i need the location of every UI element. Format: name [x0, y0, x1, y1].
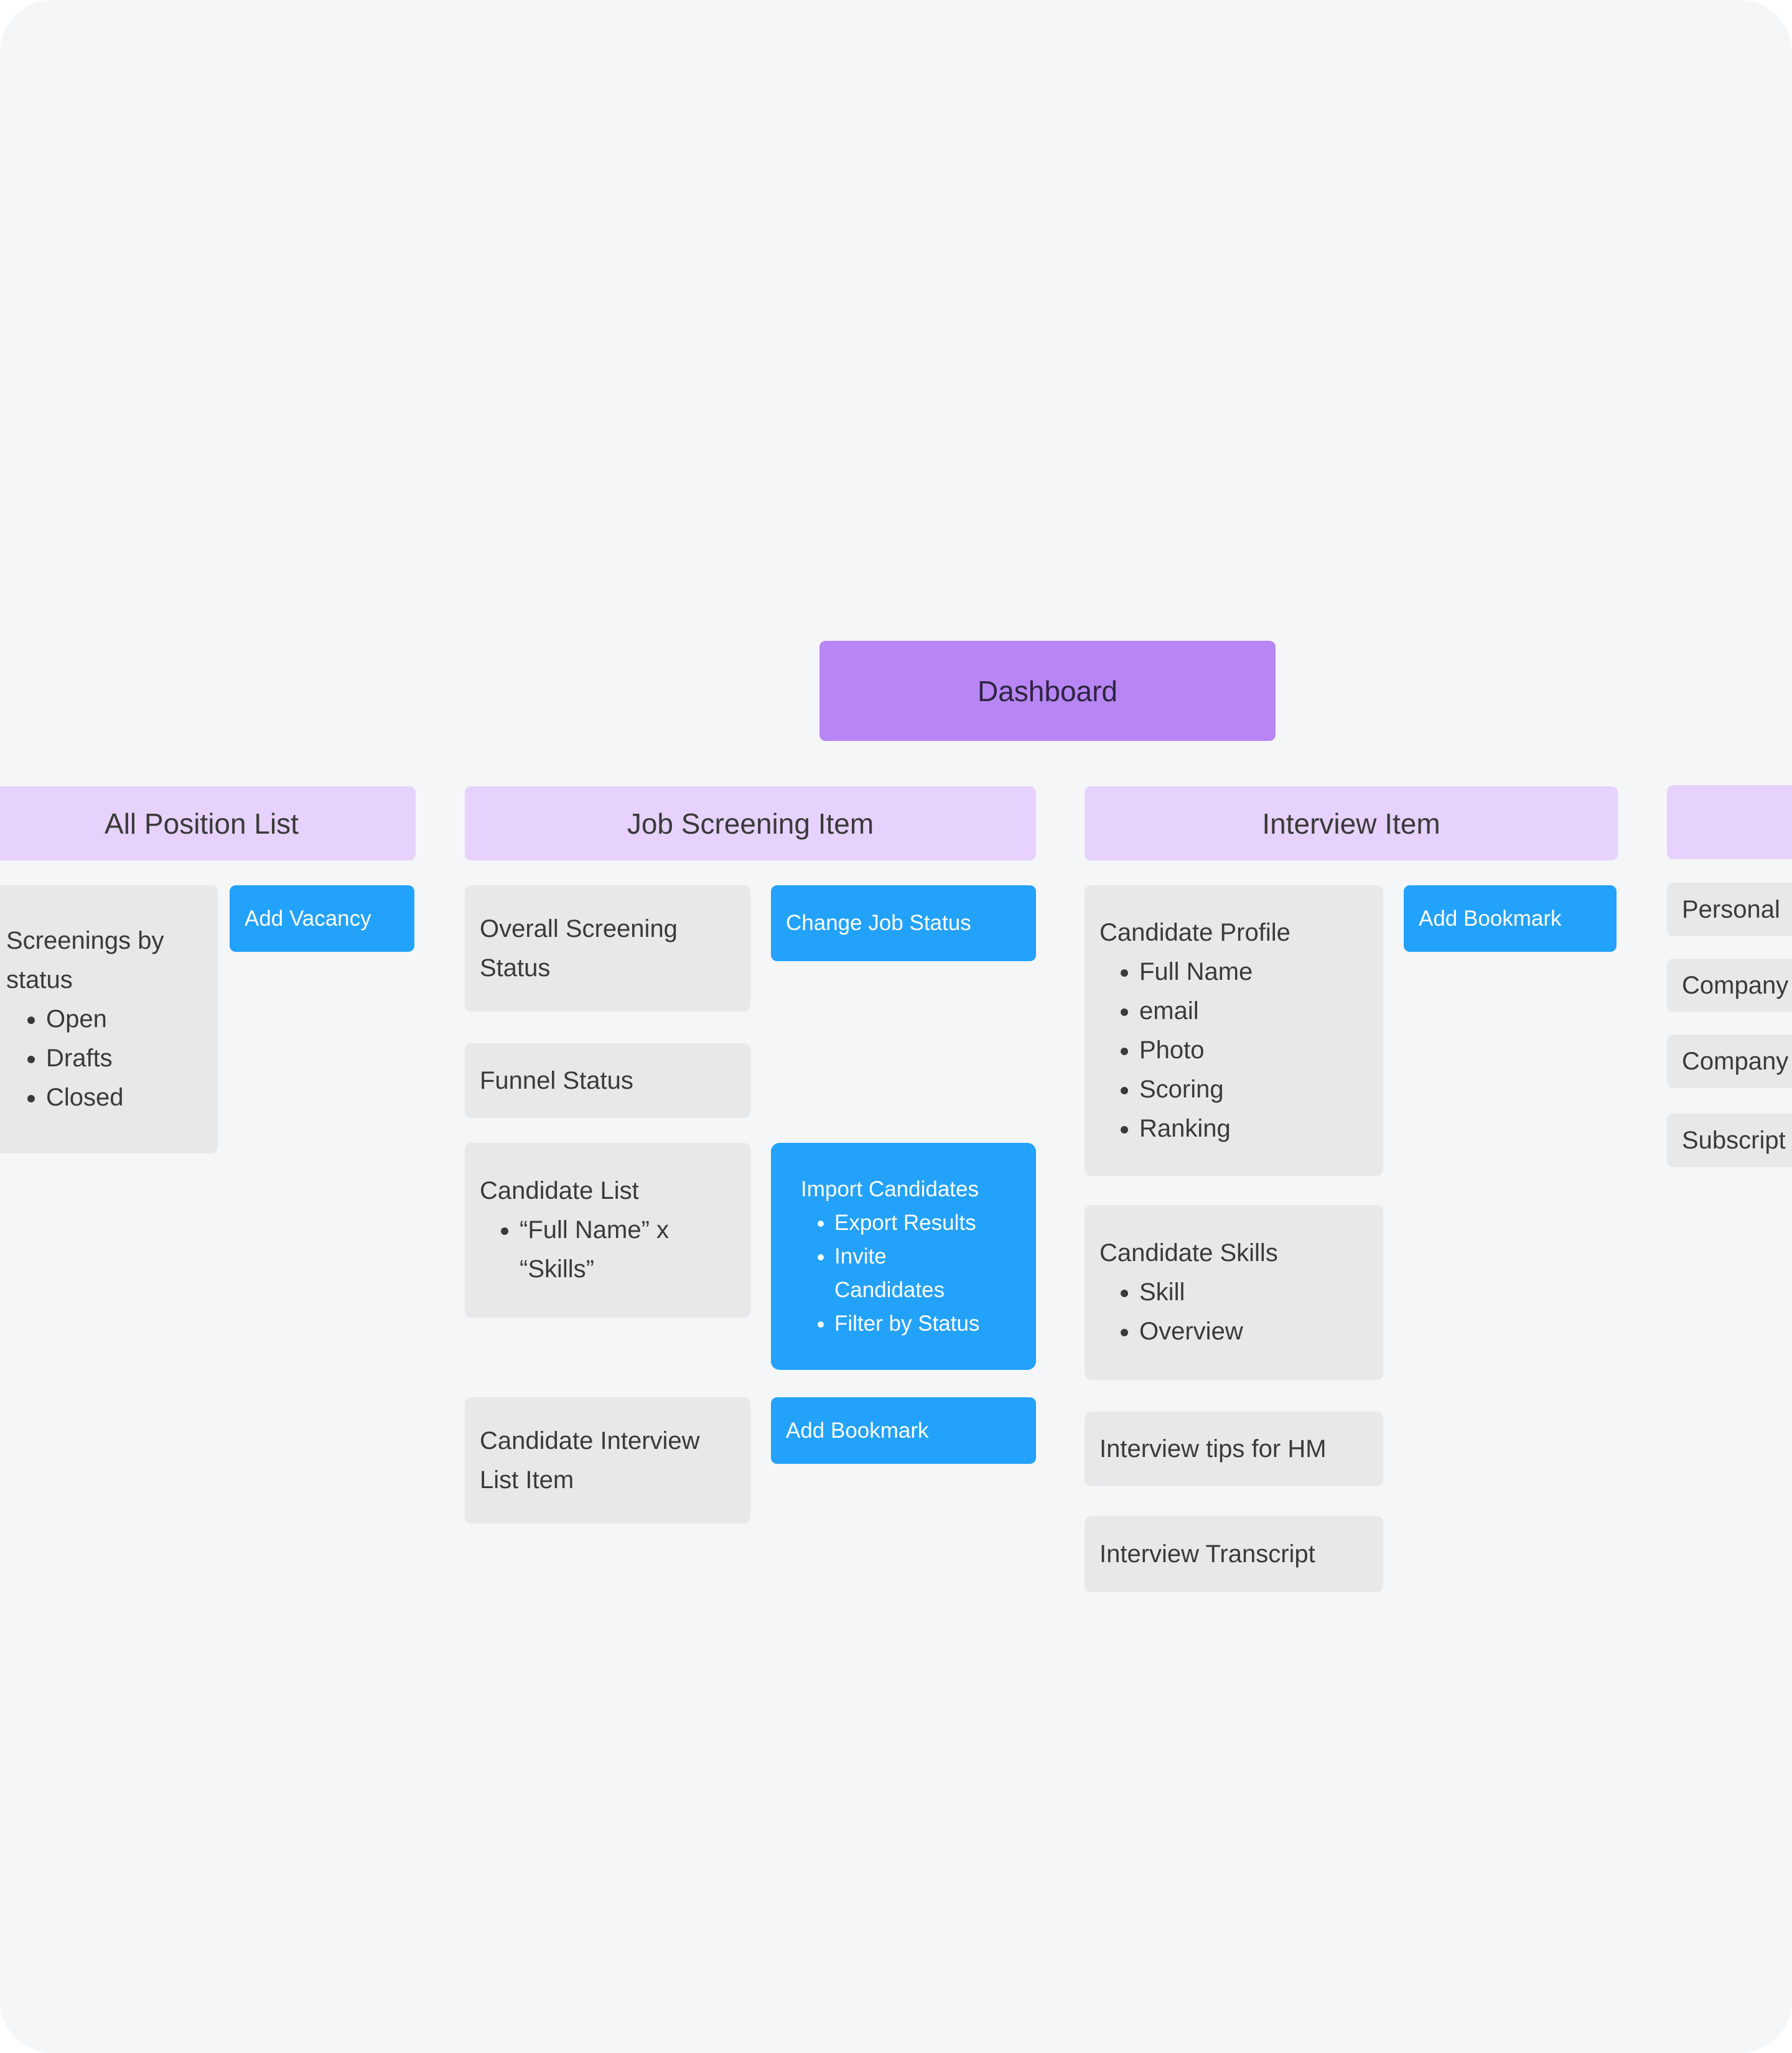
overall-status-line-2: Status — [480, 954, 551, 982]
profile-scoring: Scoring — [1139, 1070, 1368, 1109]
all-position-list-header: All Position List — [0, 786, 416, 860]
screenings-title-line-1: Screenings by — [6, 927, 164, 954]
interview-transcript-label: Interview Transcript — [1099, 1540, 1315, 1568]
dashboard-label: Dashboard — [977, 674, 1118, 707]
skills-skill: Skill — [1139, 1273, 1368, 1312]
candidate-interview-line-1: Candidate Interview — [480, 1427, 700, 1455]
personal-card: Personal — [1667, 883, 1792, 936]
candidate-list-item: “Full Name” x “Skills” — [520, 1211, 735, 1289]
profile-full-name: Full Name — [1139, 952, 1368, 992]
subscription-label: Subscript — [1682, 1126, 1786, 1154]
invite-line-2: Candidates — [834, 1277, 945, 1302]
candidate-profile-card: Candidate Profile Full Name email Photo … — [1085, 885, 1383, 1176]
import-actions-list: Export Results Invite Candidates Filter … — [801, 1206, 1021, 1341]
interview-transcript-card: Interview Transcript — [1085, 1516, 1383, 1592]
export-results-item: Export Results — [834, 1206, 1021, 1240]
all-position-list-label: All Position List — [105, 807, 299, 840]
candidate-list-card: Candidate List “Full Name” x “Skills” — [465, 1143, 750, 1318]
profile-photo: Photo — [1139, 1031, 1368, 1070]
candidate-profile-title: Candidate Profile — [1099, 918, 1290, 946]
dashboard-node: Dashboard — [819, 641, 1276, 741]
screenings-title-line-2: status — [6, 966, 73, 994]
overall-screening-status-card: Overall Screening Status — [465, 885, 750, 1012]
screenings-status-list: Open Drafts Closed — [6, 1000, 203, 1117]
status-closed: Closed — [46, 1078, 203, 1117]
subscription-card: Subscript — [1667, 1114, 1792, 1167]
personal-label: Personal — [1682, 895, 1780, 923]
interview-item-label: Interview Item — [1262, 807, 1440, 840]
candidate-list-title: Candidate List — [480, 1177, 639, 1204]
status-open: Open — [46, 1000, 203, 1039]
change-job-status-node: Change Job Status — [771, 885, 1036, 961]
overall-status-line-1: Overall Screening — [480, 915, 678, 943]
candidate-skills-title: Candidate Skills — [1099, 1239, 1278, 1267]
fourth-column-header — [1667, 785, 1792, 859]
change-job-status-label: Change Job Status — [786, 911, 971, 935]
job-screening-item-header: Job Screening Item — [465, 786, 1036, 860]
skills-overview: Overview — [1139, 1312, 1368, 1351]
profile-email: email — [1139, 992, 1368, 1031]
status-drafts: Drafts — [46, 1039, 203, 1078]
job-add-bookmark-label: Add Bookmark — [786, 1418, 929, 1443]
add-vacancy-label: Add Vacancy — [245, 906, 371, 931]
import-candidates-node: Import Candidates Export Results Invite … — [771, 1143, 1036, 1370]
candidate-profile-fields: Full Name email Photo Scoring Ranking — [1099, 952, 1368, 1148]
candidate-skills-card: Candidate Skills Skill Overview — [1085, 1205, 1383, 1380]
interview-tips-label: Interview tips for HM — [1099, 1435, 1327, 1463]
interview-add-bookmark-label: Add Bookmark — [1419, 906, 1562, 931]
candidate-interview-line-2: List Item — [480, 1466, 574, 1494]
job-add-bookmark-node: Add Bookmark — [771, 1397, 1036, 1464]
invite-candidates-item: Invite Candidates — [834, 1240, 1021, 1307]
company-card-1: Company — [1667, 959, 1792, 1012]
candidate-list-item-line-1: “Full Name” x — [520, 1216, 670, 1244]
company-label-2: Company — [1682, 1047, 1789, 1075]
screenings-by-status-card: Screenings by status Open Drafts Closed — [0, 885, 218, 1153]
funnel-status-label: Funnel Status — [480, 1066, 633, 1094]
interview-tips-card: Interview tips for HM — [1085, 1412, 1383, 1486]
add-vacancy-node: Add Vacancy — [230, 885, 414, 952]
interview-add-bookmark-node: Add Bookmark — [1404, 885, 1617, 952]
candidate-list-items: “Full Name” x “Skills” — [480, 1211, 735, 1289]
filter-by-status-item: Filter by Status — [834, 1307, 1021, 1341]
profile-ranking: Ranking — [1139, 1109, 1368, 1148]
company-label-1: Company — [1682, 971, 1789, 999]
candidate-interview-list-item-card: Candidate Interview List Item — [465, 1397, 750, 1524]
invite-line-1: Invite — [834, 1244, 887, 1269]
candidate-skills-list: Skill Overview — [1099, 1273, 1368, 1351]
company-card-2: Company — [1667, 1035, 1792, 1088]
funnel-status-card: Funnel Status — [465, 1043, 750, 1118]
job-screening-item-label: Job Screening Item — [627, 807, 874, 840]
import-candidates-label: Import Candidates — [801, 1176, 979, 1201]
candidate-list-item-line-2: “Skills” — [520, 1255, 594, 1283]
interview-item-header: Interview Item — [1085, 786, 1618, 860]
